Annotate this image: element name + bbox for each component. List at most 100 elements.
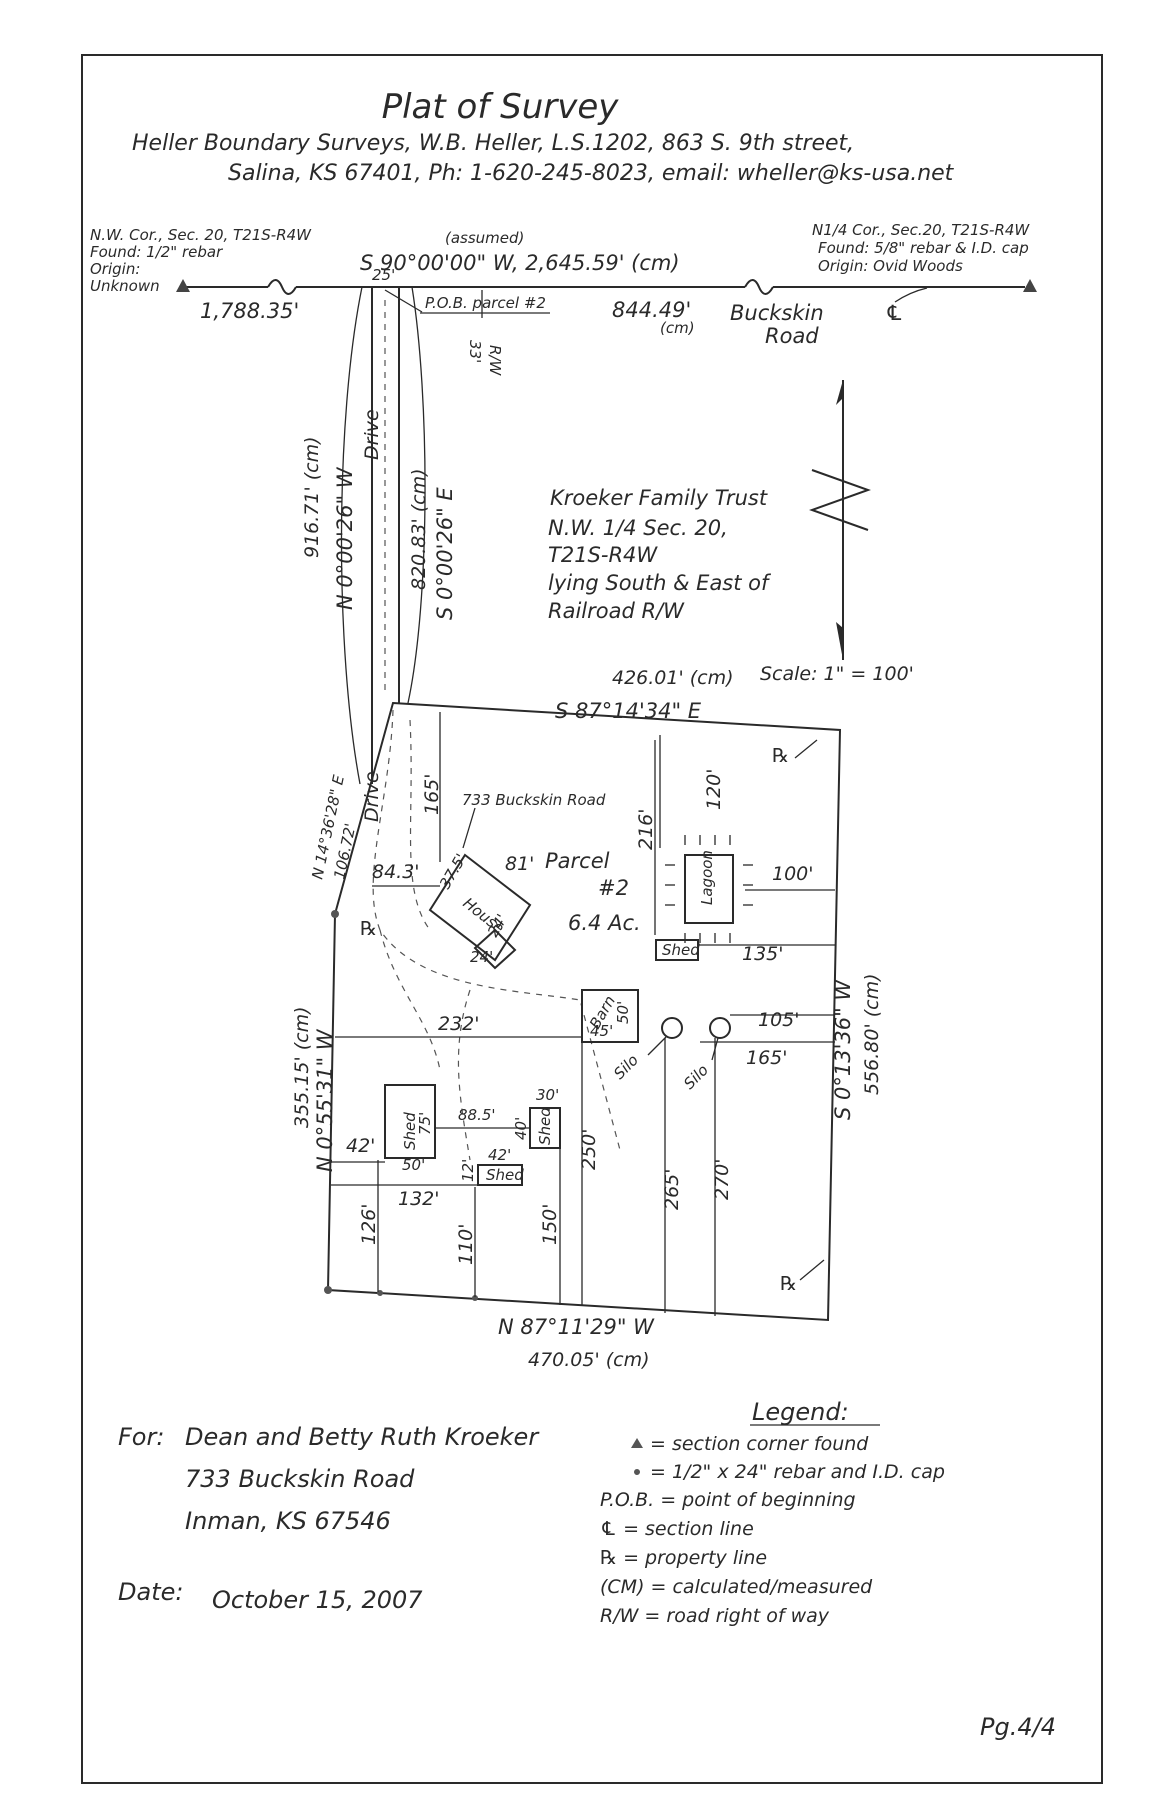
south-line-distance: 470.05' (cm) bbox=[528, 1349, 650, 1371]
strip-east-dim-arc bbox=[407, 286, 426, 704]
south-line-bearing: N 87°11'29" W bbox=[498, 1315, 655, 1339]
dim-265: 265' bbox=[661, 1169, 683, 1211]
shed-a-height: 75' bbox=[416, 1112, 434, 1135]
client-city: Inman, KS 67546 bbox=[185, 1507, 391, 1535]
drive-label-lower: Drive bbox=[361, 771, 383, 822]
dim-135: 135' bbox=[742, 943, 784, 965]
dim-84: 84.3' bbox=[372, 861, 420, 883]
n-quarter-corner-line-1: N1/4 Cor., Sec.20, T21S-R4W bbox=[812, 221, 1030, 239]
shed-c-width: 42' bbox=[488, 1146, 511, 1164]
trust-line-3: T21S-R4W bbox=[548, 543, 658, 567]
north-line-distance: 426.01' (cm) bbox=[612, 667, 734, 689]
dim-165: 165' bbox=[421, 774, 443, 816]
n-quarter-corner-marker bbox=[1023, 279, 1037, 292]
parcel-name-2: #2 bbox=[598, 876, 629, 900]
house-outline bbox=[428, 853, 532, 962]
nw-corner-line-1: N.W. Cor., Sec. 20, T21S-R4W bbox=[90, 226, 312, 244]
n-quarter-corner-line-2: Found: 5/8" rebar & I.D. cap bbox=[818, 239, 1029, 257]
page-number: Pg.4/4 bbox=[980, 1713, 1056, 1741]
nw-corner-line-4: Unknown bbox=[90, 277, 160, 295]
legend-item-5: ℞ = property line bbox=[600, 1547, 767, 1569]
west-line-distance: 355.15' (cm) bbox=[291, 1006, 313, 1128]
shed-b-width: 30' bbox=[536, 1086, 559, 1104]
silo-2 bbox=[709, 1017, 731, 1039]
silo-1 bbox=[661, 1017, 683, 1039]
nw-corner-line-3: Origin: bbox=[90, 260, 140, 278]
break-mark-west bbox=[267, 279, 297, 295]
client-names: Dean and Betty Ruth Kroeker bbox=[185, 1423, 540, 1451]
pl-pointer-ne bbox=[794, 739, 818, 759]
house-wing-dim: 24' bbox=[470, 948, 493, 966]
plat-title: Plat of Survey bbox=[382, 87, 620, 127]
north-line-bearing: S 87°14'34" E bbox=[555, 699, 702, 723]
trust-line-4: lying South & East of bbox=[548, 571, 772, 595]
parcel-corner-nw bbox=[331, 910, 339, 918]
lagoon-outline bbox=[684, 854, 734, 924]
dim-25: 25' bbox=[372, 266, 395, 284]
east-line-distance: 556.80' (cm) bbox=[861, 973, 883, 1095]
dim-150: 150' bbox=[539, 1204, 561, 1246]
dim-270: 270' bbox=[711, 1159, 733, 1201]
legend-item-3: P.O.B. = point of beginning bbox=[600, 1489, 856, 1511]
strip-west-dim-arc bbox=[340, 286, 363, 785]
dim-42: 42' bbox=[346, 1135, 375, 1157]
strip-east-distance: 820.83' (cm) bbox=[408, 468, 430, 590]
dim-216: 216' bbox=[635, 809, 657, 851]
surveyor-line-1: Heller Boundary Surveys, W.B. Heller, L.… bbox=[132, 131, 854, 156]
trust-line-2: N.W. 1/4 Sec. 20, bbox=[548, 516, 728, 540]
centerline-symbol: ℄ bbox=[885, 301, 904, 325]
driveway-curve-south-2 bbox=[379, 929, 441, 1071]
nw-section-corner-marker bbox=[176, 279, 190, 292]
section-line-bearing: S 90°00'00" W, 2,645.59' (cm) bbox=[360, 251, 680, 275]
north-arrow-icon bbox=[809, 380, 871, 660]
legend-item-4: ℄ = section line bbox=[600, 1518, 754, 1540]
dim-126: 126' bbox=[358, 1204, 380, 1246]
shed-near-lagoon-outline bbox=[655, 939, 699, 961]
dim-110: 110' bbox=[455, 1224, 477, 1266]
trust-line-5: Railroad R/W bbox=[548, 599, 685, 623]
house-width: 37.5' bbox=[436, 850, 470, 892]
date-value: October 15, 2007 bbox=[212, 1586, 423, 1614]
rw-33-dim: 33' bbox=[466, 340, 484, 363]
shed-near-lagoon-label: Shed bbox=[662, 941, 700, 959]
client-address: 733 Buckskin Road bbox=[185, 1465, 415, 1493]
shed-a-outline bbox=[384, 1084, 436, 1159]
pl-pointer-se bbox=[799, 1259, 825, 1281]
pob-leader bbox=[384, 289, 423, 313]
date-label: Date: bbox=[118, 1578, 183, 1606]
parcel-area: 6.4 Ac. bbox=[568, 911, 641, 935]
parcel-corner-bottom-b bbox=[472, 1295, 478, 1301]
silo-1-leader bbox=[647, 1036, 667, 1056]
strip-west-bearing: N 0°00'26" W bbox=[333, 466, 357, 610]
property-line-symbol-w: ℞ bbox=[360, 918, 377, 940]
scale-label: Scale: 1" = 100' bbox=[760, 663, 914, 685]
property-line-symbol-se: ℞ bbox=[780, 1273, 797, 1295]
rw-label: R/W bbox=[486, 345, 504, 376]
dim-165b: 165' bbox=[746, 1047, 788, 1069]
property-line-symbol-ne: ℞ bbox=[772, 745, 789, 767]
nw-corner-line-2: Found: 1/2" rebar bbox=[90, 243, 223, 261]
pob-label: P.O.B. parcel #2 bbox=[425, 294, 546, 312]
dim-250: 250' bbox=[578, 1129, 600, 1171]
client-for-label: For: bbox=[118, 1423, 164, 1451]
west-line-bearing: N 0°55'31" W bbox=[313, 1028, 337, 1172]
dim-88: 88.5' bbox=[458, 1106, 496, 1124]
house-length: 81' bbox=[505, 853, 534, 875]
shed-a-width: 50' bbox=[402, 1156, 425, 1174]
barn-dim-50: 50' bbox=[614, 1001, 632, 1024]
dimension-lines bbox=[331, 712, 835, 1316]
lagoon-label: Lagoon bbox=[698, 850, 716, 905]
legend-section-corner-icon bbox=[631, 1438, 643, 1448]
legend-item-1: = section corner found bbox=[650, 1433, 869, 1455]
east-line-bearing: S 0°13'36" W bbox=[831, 979, 855, 1120]
shed-a-label: Shed bbox=[401, 1112, 419, 1150]
west-distance-1788: 1,788.35' bbox=[200, 299, 299, 323]
parcel-name-1: Parcel bbox=[545, 849, 610, 873]
legend-title: Legend: bbox=[752, 1398, 849, 1426]
driveway-curve-outer bbox=[372, 709, 621, 1151]
dim-105: 105' bbox=[758, 1009, 800, 1031]
trust-line-1: Kroeker Family Trust bbox=[550, 486, 768, 510]
drive-label-upper: Drive bbox=[361, 409, 383, 460]
driveway-curve-inner bbox=[409, 719, 431, 931]
